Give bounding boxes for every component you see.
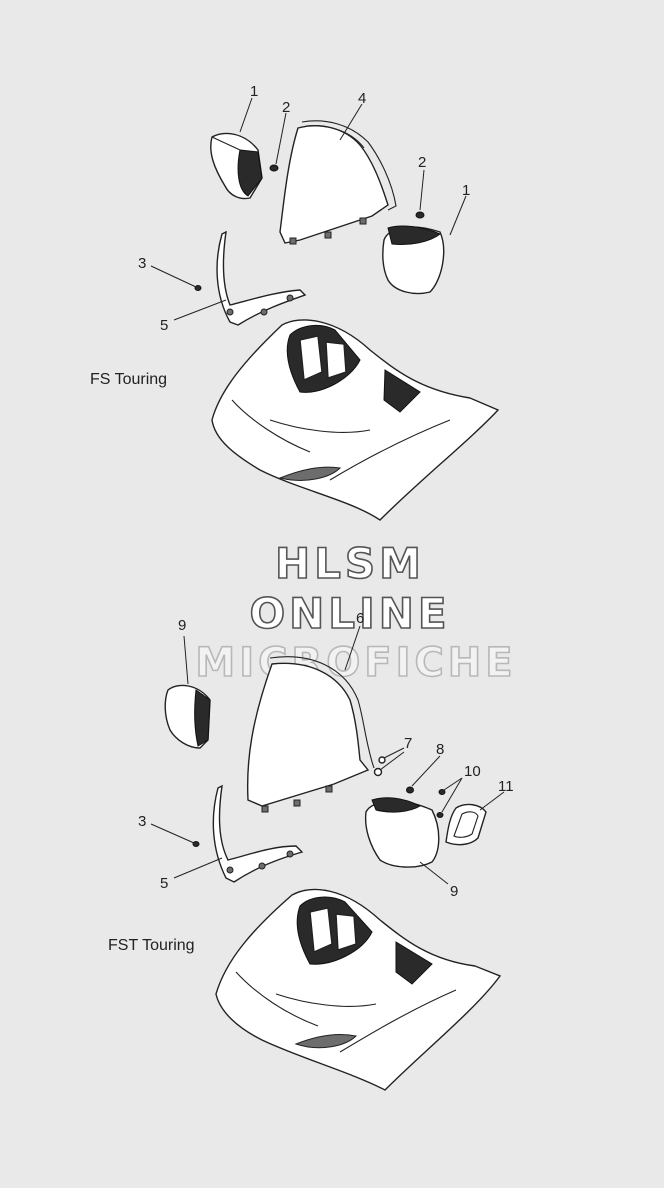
callout-4: 4 — [358, 90, 366, 107]
variant-label-fs-touring: FS Touring — [90, 371, 167, 388]
watermark-line-3: MICROFICHE — [195, 640, 516, 686]
part-3-screw[interactable] — [194, 285, 202, 291]
hood-body — [211, 319, 500, 521]
part-3-screw-lower[interactable] — [192, 841, 200, 847]
callout-5-lower: 5 — [160, 875, 168, 892]
watermark: HLSM ONLINE MICROFICHE — [195, 538, 516, 687]
callout-6: 6 — [356, 610, 364, 627]
part-4-windshield[interactable] — [279, 120, 397, 245]
callout-2-left: 2 — [282, 99, 290, 116]
watermark-line-2: ONLINE — [249, 589, 450, 638]
part-9-left-deflector[interactable] — [164, 684, 211, 749]
part-1-left-deflector[interactable] — [210, 132, 263, 200]
callout-5: 5 — [160, 317, 168, 334]
part-11-trim[interactable] — [445, 803, 487, 846]
fs-callouts: 1 2 4 2 1 3 5 — [138, 83, 470, 334]
part-9-right-deflector[interactable] — [364, 797, 440, 868]
part-7-screws[interactable] — [373, 756, 386, 777]
hood-body-lower — [215, 888, 502, 1091]
watermark-line-1: HLSM — [275, 539, 425, 588]
fs-touring-assembly: 1 2 4 2 1 3 5 FS Touring — [90, 83, 500, 521]
callout-2-right: 2 — [418, 154, 426, 171]
part-10-screws[interactable] — [436, 789, 446, 818]
part-6-windshield[interactable] — [246, 656, 375, 813]
fst-touring-assembly: 9 6 7 8 10 11 3 5 9 FST Touring — [108, 610, 514, 1091]
callout-9-left: 9 — [178, 617, 186, 634]
callout-11: 11 — [498, 778, 514, 795]
callout-3: 3 — [138, 255, 146, 272]
part-2-screw-left[interactable] — [269, 164, 279, 172]
part-1-right-deflector[interactable] — [382, 225, 445, 295]
callout-1-right: 1 — [462, 182, 470, 199]
callout-3-lower: 3 — [138, 813, 146, 830]
variant-label-fst-touring: FST Touring — [108, 937, 195, 954]
part-5-bracket[interactable] — [216, 230, 307, 326]
part-5-bracket-lower[interactable] — [212, 784, 304, 883]
callout-9-right: 9 — [450, 883, 458, 900]
callout-7: 7 — [404, 735, 412, 752]
part-2-screw-right[interactable] — [415, 211, 425, 219]
part-8-fastener[interactable] — [406, 786, 414, 794]
callout-1-left: 1 — [250, 83, 258, 100]
callout-10: 10 — [464, 763, 481, 780]
callout-8: 8 — [436, 741, 444, 758]
fst-callouts: 9 6 7 8 10 11 3 5 9 — [138, 610, 514, 900]
